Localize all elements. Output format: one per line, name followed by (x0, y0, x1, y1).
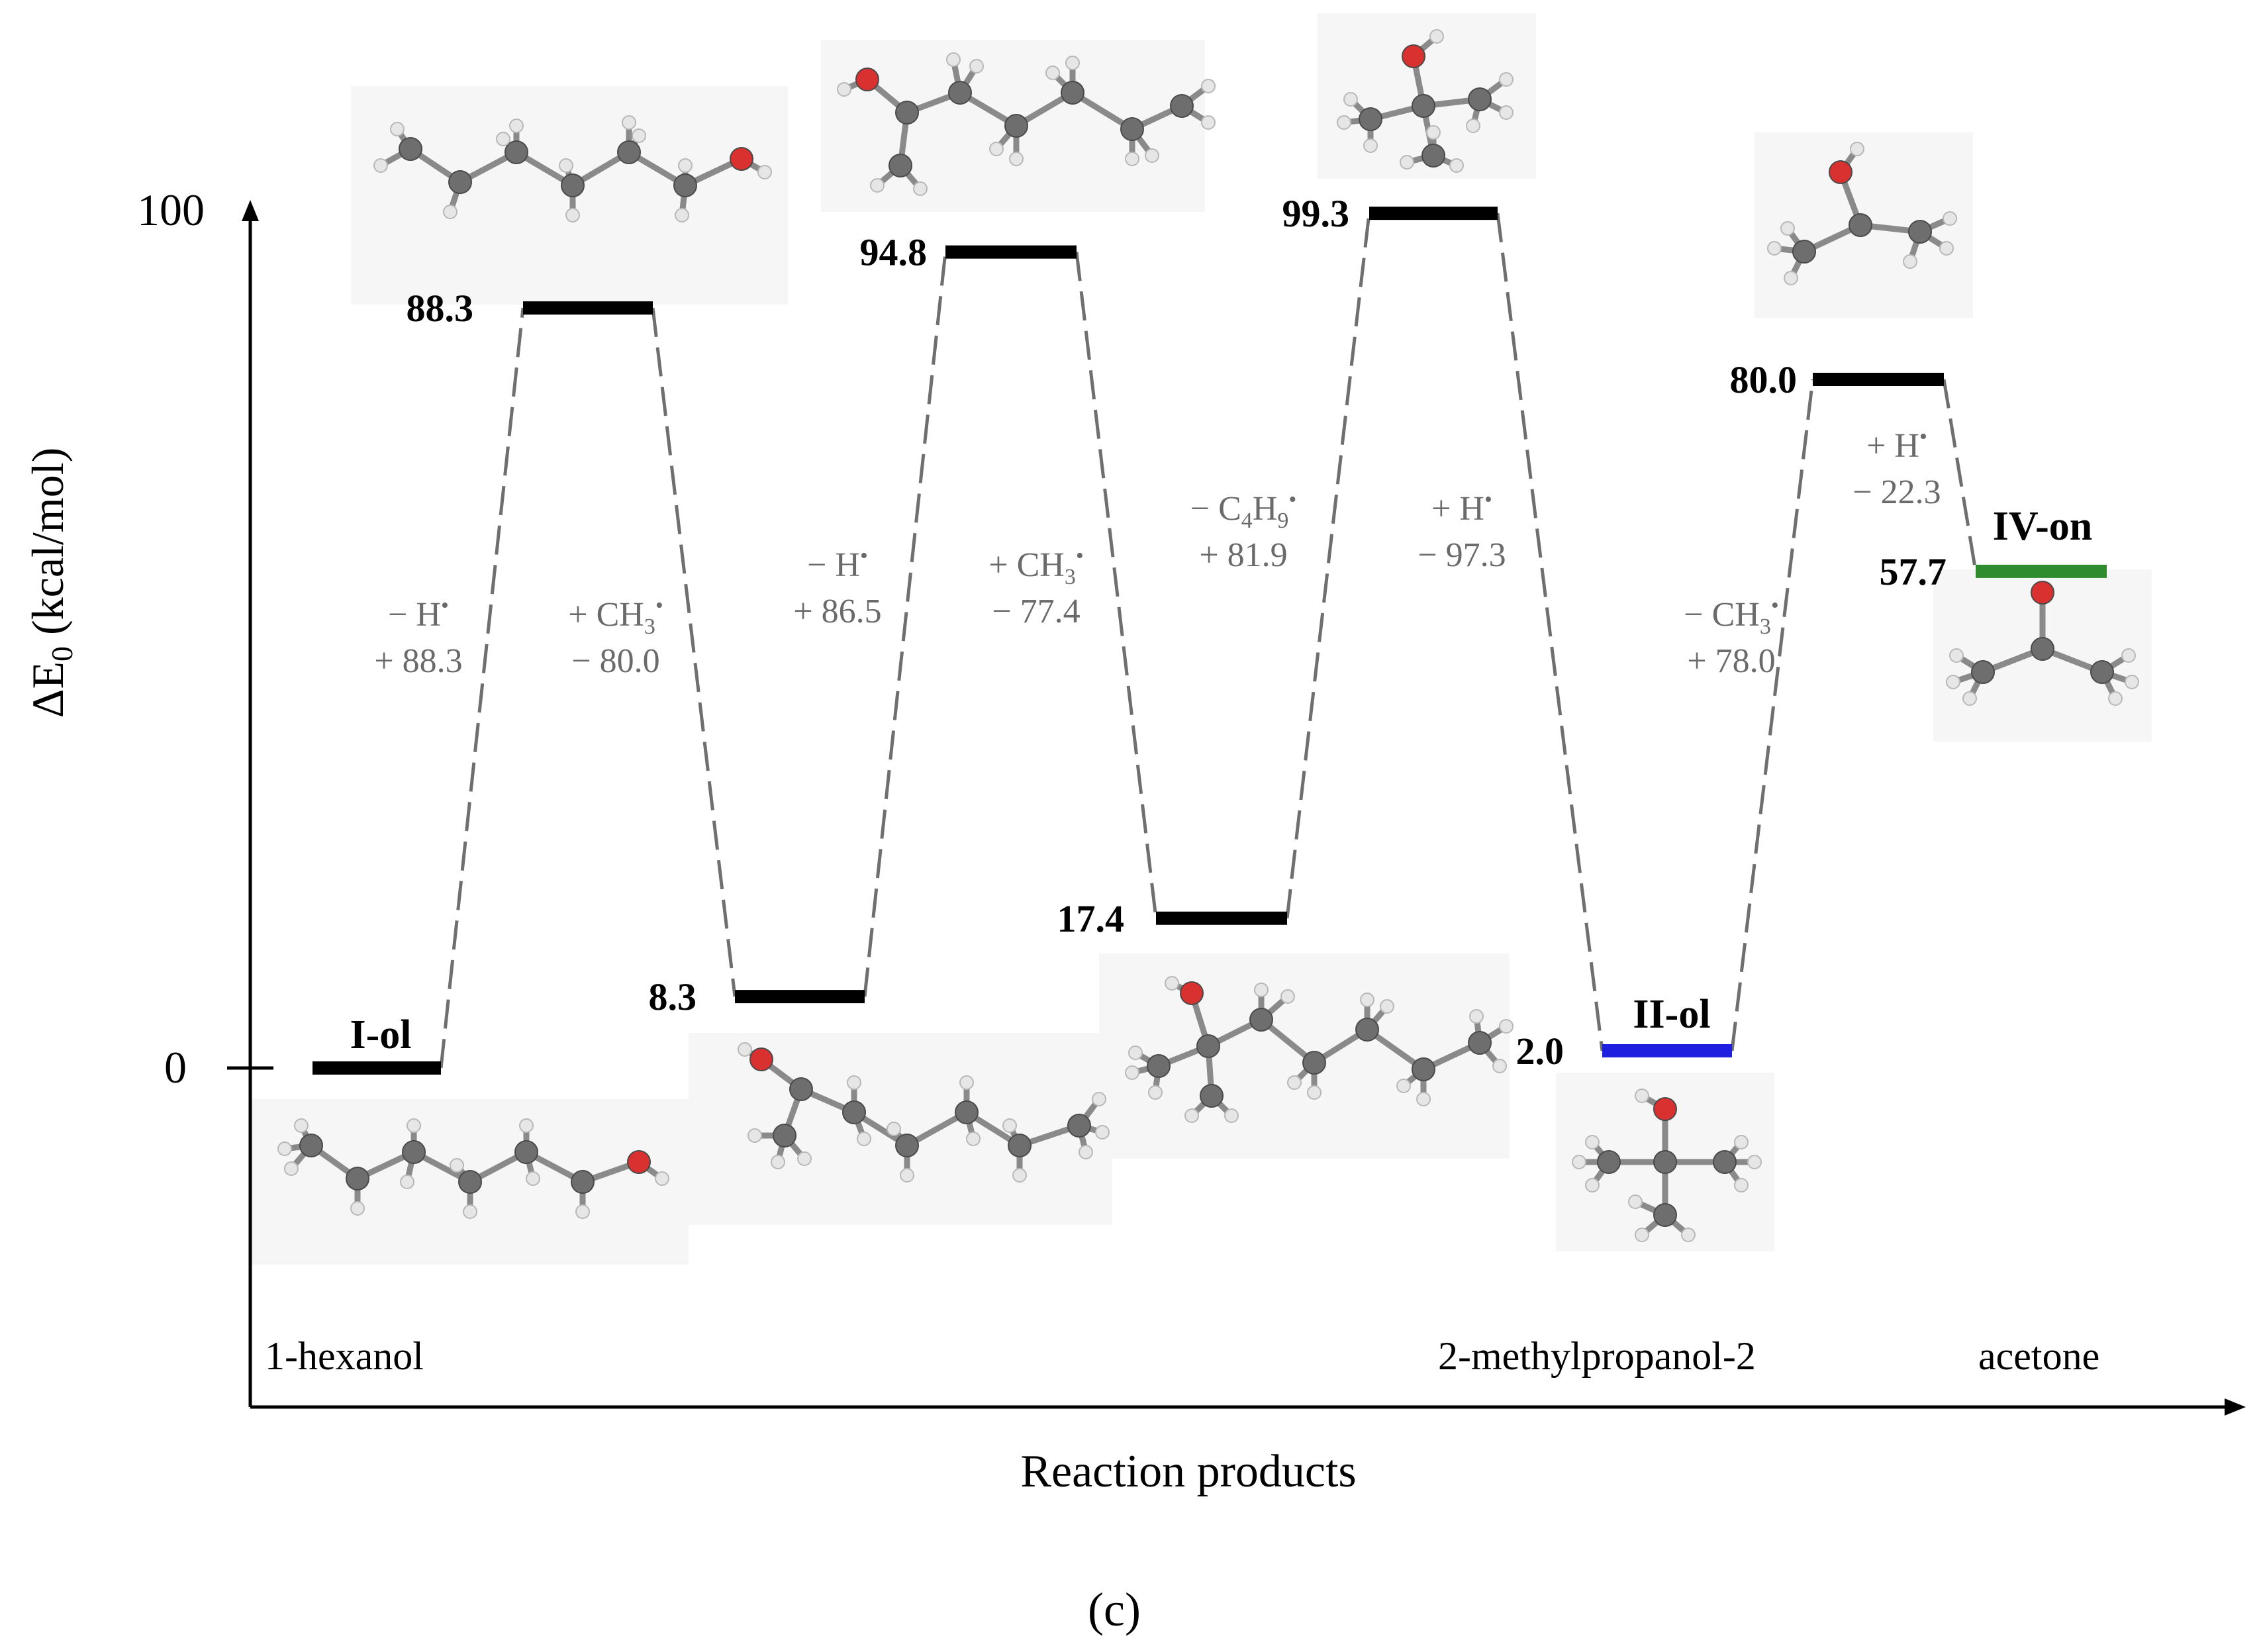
connector-2 (651, 307, 737, 997)
y-axis-arrow-icon (242, 200, 259, 221)
transition-species-2: + CH3• (568, 593, 663, 639)
transition-labels: − H•+ 88.3+ CH3•− 80.0− H•+ 86.5+ CH3•− … (374, 424, 1941, 680)
transition-energy-4: − 77.4 (992, 593, 1080, 630)
transition-species-7: − CH3• (1684, 593, 1778, 639)
energy-value-label-radical-1: 88.3 (407, 287, 474, 330)
radical-2-molecule-icon (837, 52, 1216, 196)
connector-4 (1075, 252, 1158, 919)
II-ol-molecule-icon (1572, 1089, 1762, 1242)
energy-level-labels: I-ol 88.3 8.3 94.8 17.4 99.3 2.0 II-ol 80.0 57.7 I… (350, 192, 2093, 1073)
molecule-name-2-methylpropanol-2: 2-methylpropanol-2 (1438, 1334, 1756, 1378)
transition-energy-2: − 80.0 (571, 642, 659, 680)
transition-energy-8: − 22.3 (1852, 473, 1941, 511)
connector-1 (439, 307, 525, 1069)
energy-value-label-radical-2: 94.8 (860, 231, 928, 274)
transition-energy-7: + 78.0 (1687, 642, 1775, 680)
energy-value-label-IV-on: 57.7 (1880, 550, 1947, 593)
y-tick-label-0: 0 (164, 1042, 187, 1093)
energy-value-label-radical-4: 80.0 (1730, 358, 1798, 401)
radical-1-molecule-icon (373, 115, 772, 222)
radical-4-molecule-icon (1767, 142, 1957, 285)
intermediate-2-molecule-icon (1125, 976, 1514, 1123)
transition-energy-5: + 81.9 (1199, 536, 1287, 574)
molecule-panels (252, 13, 2152, 1265)
molecule-name-acetone: acetone (1978, 1334, 2099, 1378)
transition-energy-1: + 88.3 (374, 642, 462, 680)
transition-species-3: − H• (807, 544, 868, 584)
y-axis-label-main: ΔE (23, 661, 73, 718)
radical-3-molecule-icon (1337, 29, 1514, 173)
transition-energy-3: + 86.5 (793, 593, 881, 630)
energy-levels (313, 207, 2107, 1075)
x-axis-label: Reaction products (1020, 1446, 1356, 1497)
energy-value-label-II-ol: 2.0 (1516, 1030, 1564, 1073)
species-name-label-II-ol: II-ol (1633, 992, 1710, 1037)
y-axis-label-rest: (kcal/mol) (23, 448, 73, 646)
y-axis-label: ΔE0 (kcal/mol) (23, 448, 79, 718)
transition-species-8: + H• (1866, 424, 1927, 465)
transition-species-1: − H• (388, 593, 449, 634)
connector-3 (863, 252, 947, 997)
y-axis-label-sub: 0 (45, 646, 79, 661)
species-name-label-IV-on: IV-on (1993, 504, 2092, 549)
intermediate-1-molecule-icon (738, 1042, 1110, 1183)
transition-species-6: + H• (1431, 487, 1492, 528)
transition-species-4: + CH3• (988, 544, 1083, 589)
1-hexanol-molecule-icon (277, 1118, 669, 1219)
energy-value-label-intermediate-1: 8.3 (649, 975, 697, 1018)
molecule-structures (277, 29, 2139, 1242)
x-axis-arrow-icon (2225, 1398, 2246, 1416)
connectors (439, 213, 1978, 1069)
connector-6 (1496, 213, 1604, 1051)
connector-8 (1942, 379, 1978, 572)
y-tick-label-100: 100 (137, 185, 205, 235)
energy-value-label-radical-3: 99.3 (1282, 192, 1350, 235)
connector-5 (1285, 213, 1371, 919)
transition-energy-6: − 97.3 (1418, 536, 1506, 574)
connector-7 (1730, 379, 1815, 1051)
molecule-name-1-hexanol: 1-hexanol (265, 1334, 424, 1378)
figure-caption: (c) (1088, 1583, 1141, 1636)
energy-value-label-intermediate-2: 17.4 (1057, 897, 1125, 940)
species-name-label-I-ol: I-ol (350, 1012, 412, 1057)
IV-on-molecule-icon (1946, 581, 2139, 706)
transition-species-5: − C4H9• (1190, 487, 1296, 533)
